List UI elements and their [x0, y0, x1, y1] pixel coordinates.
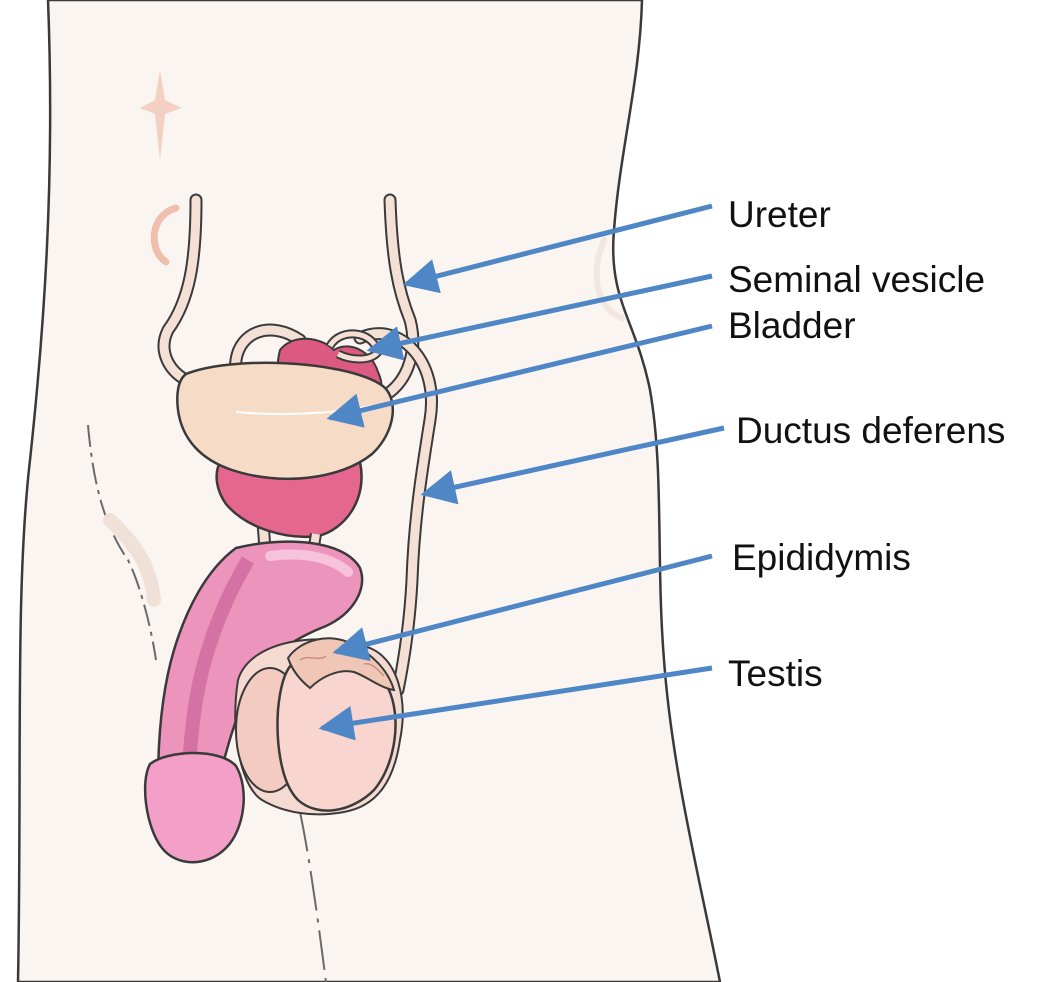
label-seminal-vesicle: Seminal vesicle [728, 260, 985, 300]
label-epididymis: Epididymis [732, 538, 911, 578]
glans [145, 753, 244, 862]
label-ureter: Ureter [728, 195, 831, 235]
label-testis: Testis [728, 654, 823, 694]
label-ductus-deferens: Ductus deferens [736, 411, 1005, 451]
body-silhouette [18, 0, 720, 982]
label-bladder: Bladder [728, 306, 856, 346]
